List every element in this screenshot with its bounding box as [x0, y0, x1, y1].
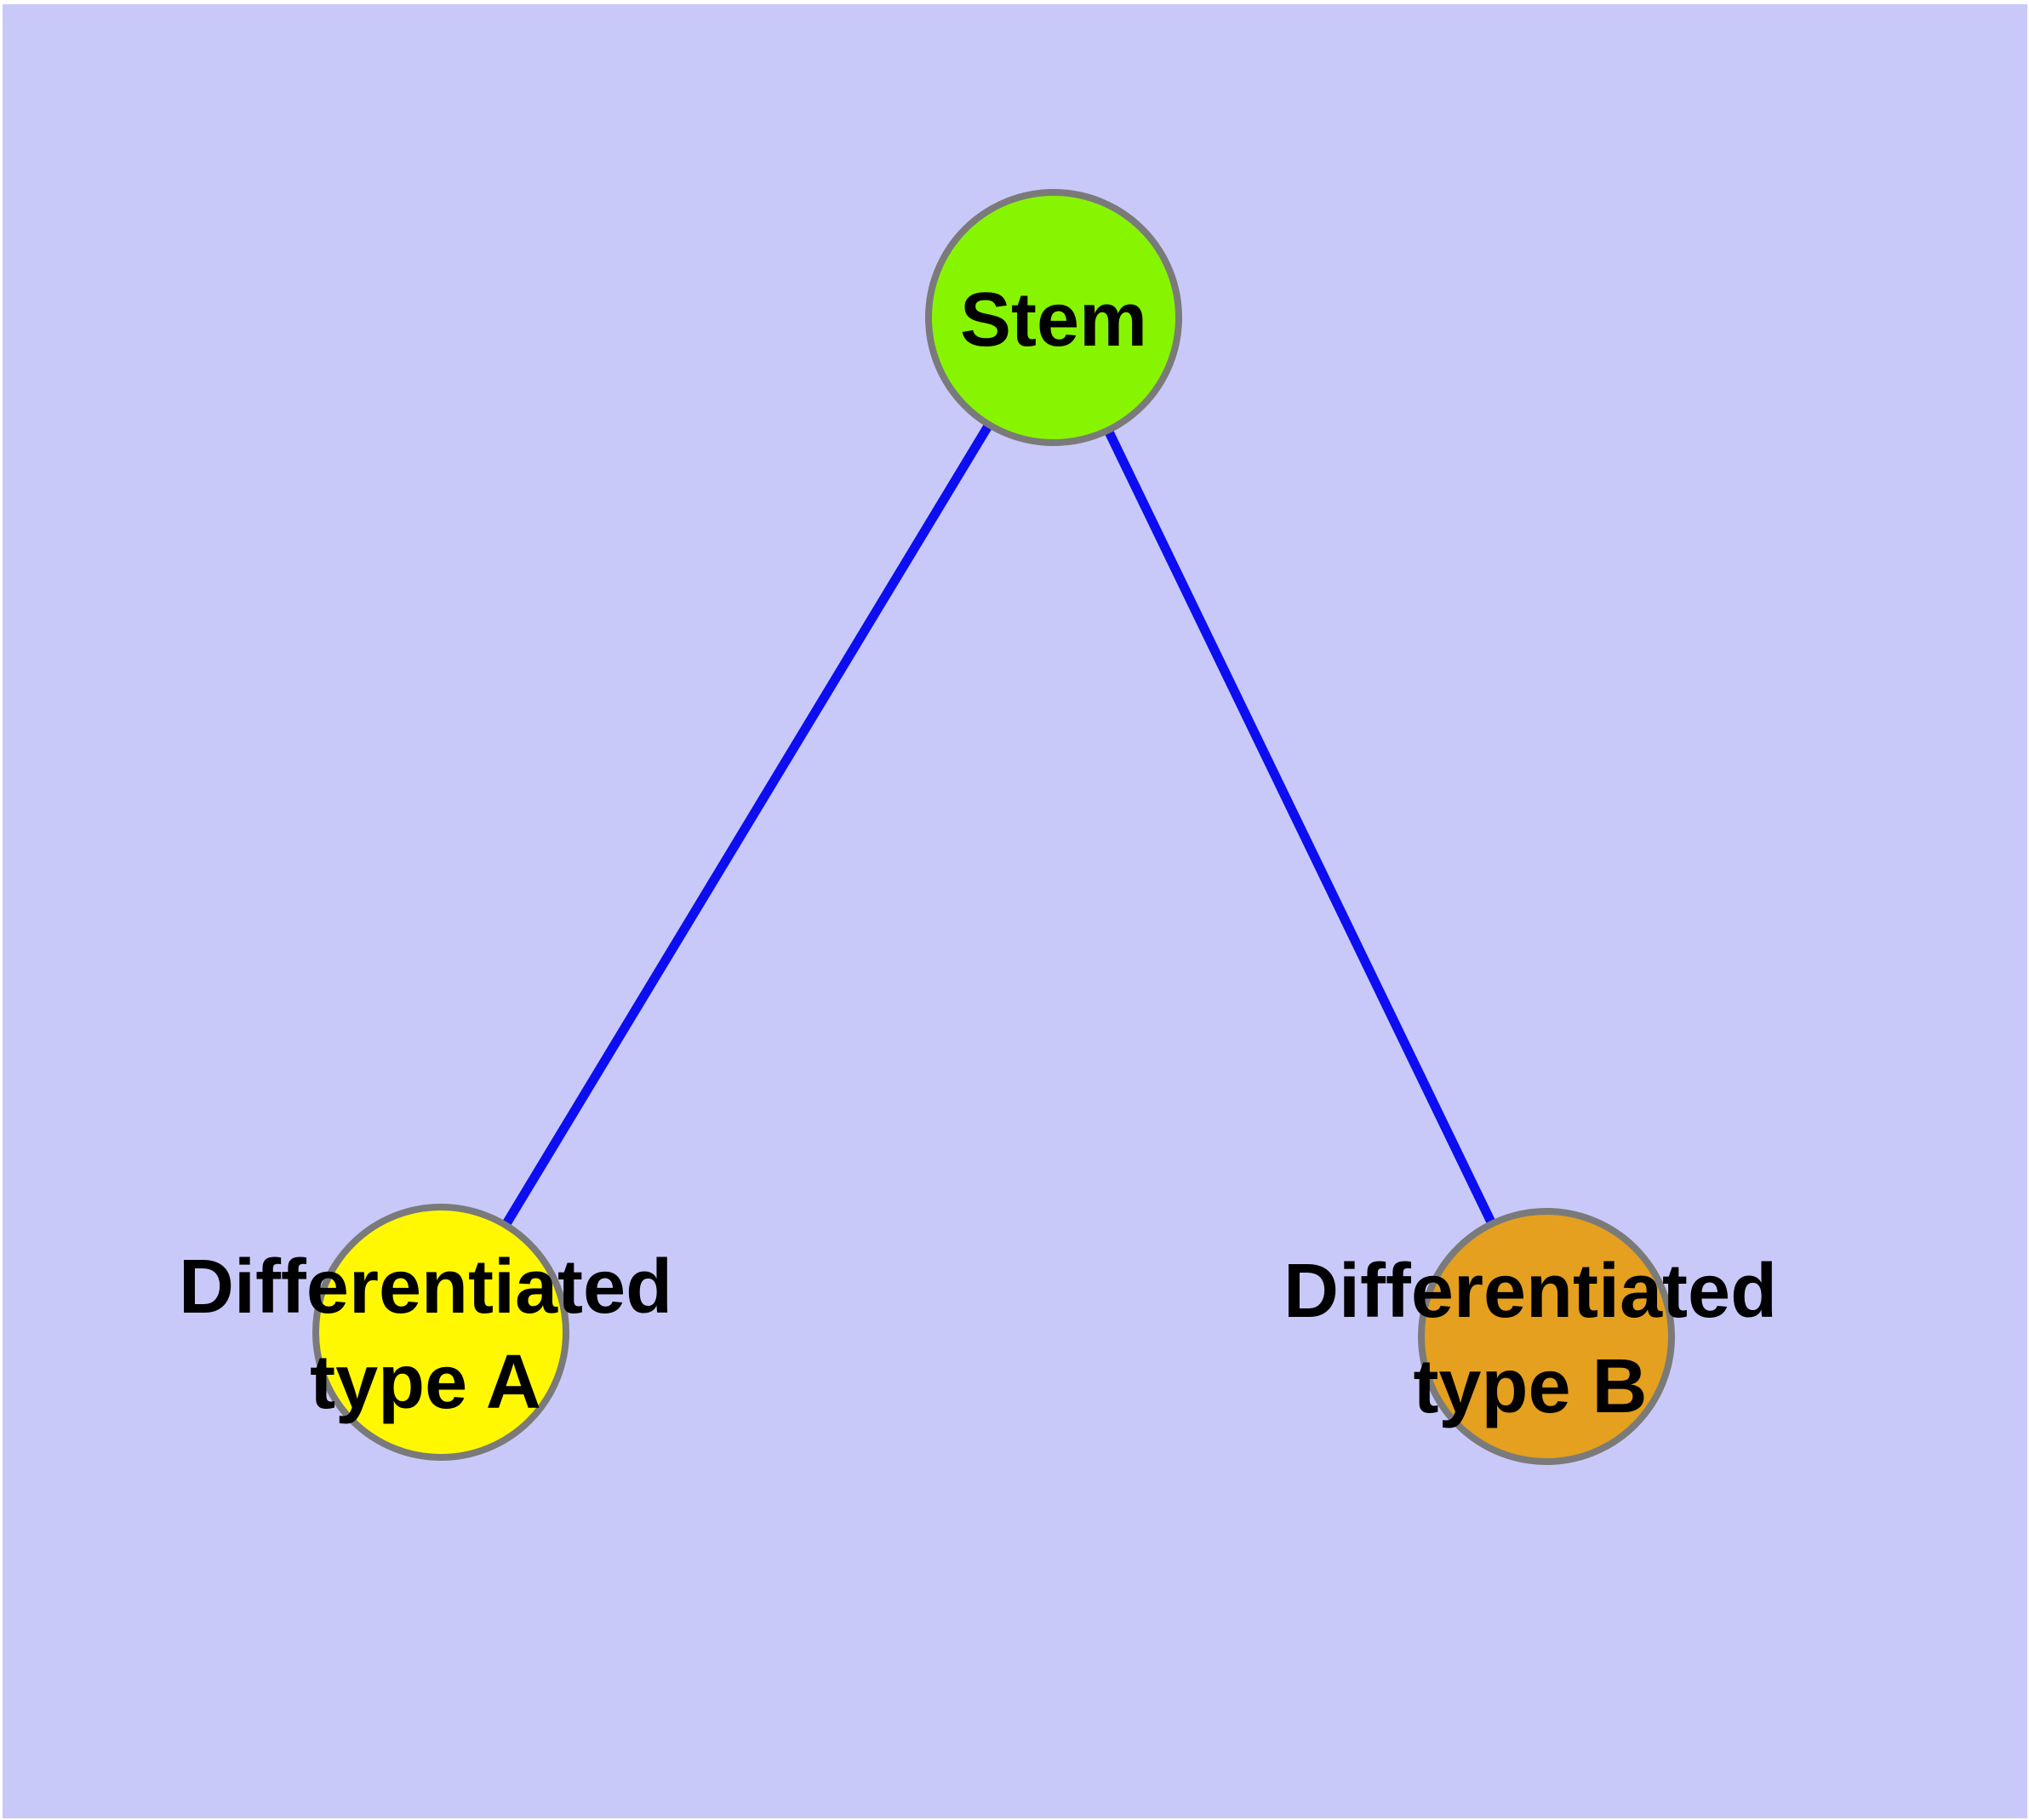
node-stem-circle	[929, 192, 1179, 443]
node-stem-border	[925, 189, 1182, 446]
node-type-b-circle	[1421, 1211, 1672, 1462]
graph-svg	[312, 189, 1675, 1465]
node-type-b-label: Differentiated type B	[1283, 1244, 1777, 1434]
diagram-canvas: Stem Differentiated type A Differentiate…	[3, 4, 2027, 1818]
node-type-b-label-line2: type B	[1413, 1344, 1648, 1429]
node-type-a-label-line1: Differentiated	[178, 1245, 673, 1330]
node-stem-label: Stem	[960, 272, 1147, 368]
node-type-b-label-line1: Differentiated	[1283, 1249, 1778, 1334]
node-type-a-label: Differentiated type A	[179, 1239, 672, 1430]
node-type-b-border	[1418, 1208, 1675, 1465]
node-type-a-label-line2: type A	[310, 1340, 541, 1425]
node-type-a-border	[312, 1204, 569, 1461]
node-type-a-circle	[316, 1207, 566, 1457]
node-stem-label-text: Stem	[959, 278, 1148, 363]
edge-stem-to-type-b	[1049, 315, 1551, 1339]
edge-stem-to-type-a	[437, 315, 1058, 1335]
